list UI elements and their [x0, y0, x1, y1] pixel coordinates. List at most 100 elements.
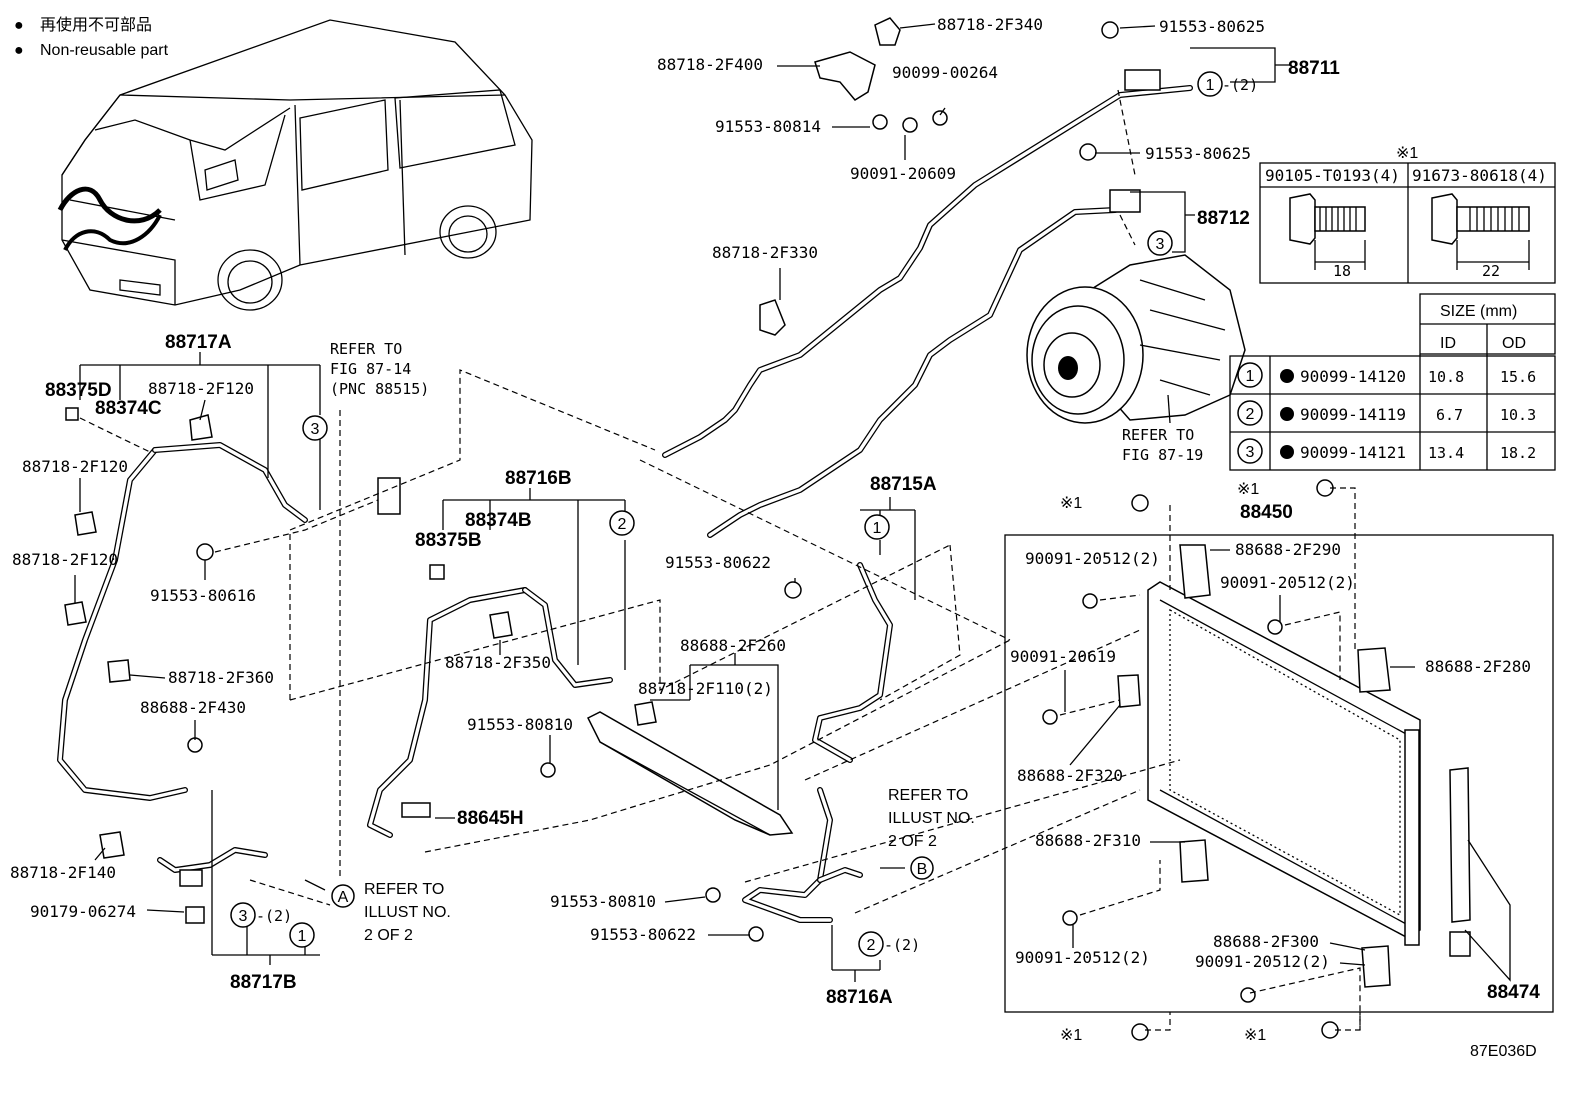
svg-text:88718-2F120: 88718-2F120	[148, 379, 254, 398]
svg-text:88718-2F400: 88718-2F400	[657, 55, 763, 74]
clamp-88718-2F360	[107, 659, 131, 683]
expansion-valve	[377, 477, 401, 515]
oring-mark-1-88717B	[289, 922, 315, 948]
svg-text:※1: ※1	[1237, 481, 1259, 498]
cap-88474	[1449, 931, 1471, 957]
svg-text:10.3: 10.3	[1500, 406, 1536, 424]
svg-text:FIG 87-14: FIG 87-14	[330, 360, 411, 378]
oring-mark-2-88716B	[609, 510, 635, 536]
van-illustration	[57, 19, 533, 311]
bolt-table: ※1 90105-T0193(4) 91673-80618(4) 18 22	[1259, 145, 1556, 284]
legend-jp-text: 再使用不可部品	[40, 16, 152, 34]
suction-hose-88711	[662, 85, 1193, 458]
oring-row-2: 2 90099-14119 6.7 10.3	[1237, 400, 1536, 426]
svg-text:90091-20512(2): 90091-20512(2)	[1025, 549, 1160, 568]
label-88712: 88712	[1197, 208, 1250, 229]
condenser-88450	[1004, 534, 1554, 1013]
ref-mark-A	[331, 884, 355, 908]
bracket-88688-2F280	[1357, 647, 1391, 693]
svg-text:90099-14121: 90099-14121	[1300, 443, 1406, 462]
oring-mark-2-88716A	[858, 931, 884, 957]
svg-text:88688-2F260: 88688-2F260	[680, 636, 786, 655]
note-marks: ※1 ※1 ※1 ※1	[1060, 481, 1266, 1044]
label-88645H: 88645H	[457, 808, 524, 829]
svg-text:-(2): -(2)	[884, 936, 920, 954]
svg-text:※1: ※1	[1396, 145, 1418, 162]
svg-text:88718-2F360: 88718-2F360	[168, 668, 274, 687]
svg-text:90099-00264: 90099-00264	[892, 63, 998, 82]
svg-text:91553-80616: 91553-80616	[150, 586, 256, 605]
svg-text:FIG 87-19: FIG 87-19	[1122, 446, 1203, 464]
oring-mark-3-88712	[1147, 230, 1173, 256]
bolt-90105-T0193-icon	[1289, 193, 1316, 245]
bracket-88688-2F260	[586, 711, 794, 836]
bracket-88688-2F320	[1117, 674, 1141, 708]
svg-text:18.2: 18.2	[1500, 444, 1536, 462]
svg-text:1: 1	[1246, 368, 1255, 385]
svg-text:90091-20619: 90091-20619	[1010, 647, 1116, 666]
reference-notes: REFER TO FIG 87-14 (PNC 88515) REFER TO …	[330, 340, 1203, 944]
oring-table: SIZE (mm) ID OD 1 90099-14120 10.8 15.6 …	[1229, 293, 1556, 471]
figure-code: 87E036D	[1470, 1043, 1537, 1060]
svg-text:90091-20512(2): 90091-20512(2)	[1015, 948, 1150, 967]
drain-90179-06274	[185, 906, 205, 924]
label-88450: 88450	[1240, 502, 1293, 523]
svg-text:88718-2F350: 88718-2F350	[445, 653, 551, 672]
svg-text:91673-80618(4): 91673-80618(4)	[1412, 166, 1547, 185]
clamp-88718-2F330	[759, 299, 786, 336]
svg-text:88688-2F290: 88688-2F290	[1235, 540, 1341, 559]
bracket-88688-2F290	[1179, 544, 1211, 599]
pipe-88716B	[367, 587, 613, 838]
oring-row-1: 1 90099-14120 10.8 15.6	[1237, 362, 1536, 388]
svg-text:88718-2F120: 88718-2F120	[12, 550, 118, 569]
svg-text:※1: ※1	[1060, 1027, 1082, 1044]
legend-bullet-1: ●	[14, 17, 24, 34]
label-88374C: 88374C	[95, 398, 162, 419]
small-parts	[64, 17, 901, 924]
svg-text:90179-06274: 90179-06274	[30, 902, 136, 921]
pipe-88715A	[812, 562, 893, 763]
bolt-91673-80618-icon	[1431, 193, 1458, 245]
svg-text:SIZE (mm): SIZE (mm)	[1440, 303, 1517, 320]
non-reusable-bullet-icon	[1280, 445, 1294, 459]
receiver-tank	[1404, 729, 1420, 946]
label-88717A: 88717A	[165, 332, 232, 353]
bolts	[187, 21, 1339, 1041]
svg-text:1: 1	[873, 520, 882, 537]
svg-text:88688-2F320: 88688-2F320	[1017, 766, 1123, 785]
cap-88375D	[65, 407, 79, 421]
clamp-88718-2F400	[814, 51, 876, 101]
svg-text:88718-2F330: 88718-2F330	[712, 243, 818, 262]
svg-text:-(2): -(2)	[1222, 76, 1258, 94]
svg-text:88718-2F340: 88718-2F340	[937, 15, 1043, 34]
svg-text:90099-14119: 90099-14119	[1300, 405, 1406, 424]
svg-text:2 OF 2: 2 OF 2	[364, 927, 413, 944]
legend-en-text: Non-reusable part	[40, 42, 169, 59]
leader-lines	[74, 23, 1511, 982]
svg-text:91553-80622: 91553-80622	[590, 925, 696, 944]
label-88375B: 88375B	[415, 530, 482, 551]
hose-88712-fitting	[1109, 189, 1141, 213]
pipe-88716A	[742, 787, 863, 923]
svg-text:88718-2F120: 88718-2F120	[22, 457, 128, 476]
svg-text:REFER TO: REFER TO	[1122, 426, 1194, 444]
svg-text:(PNC 88515): (PNC 88515)	[330, 380, 429, 398]
label-88474: 88474	[1487, 982, 1540, 1003]
svg-text:88718-2F110(2): 88718-2F110(2)	[638, 679, 773, 698]
clamp-88718-2F120-a	[189, 414, 213, 441]
svg-text:91553-80814: 91553-80814	[715, 117, 821, 136]
svg-text:2 OF 2: 2 OF 2	[888, 833, 937, 850]
svg-text:91553-80810: 91553-80810	[550, 892, 656, 911]
pressure-switch-88645H	[401, 802, 431, 818]
oring-mark-3-88717A	[302, 415, 328, 441]
svg-text:90091-20609: 90091-20609	[850, 164, 956, 183]
svg-text:ILLUST NO.: ILLUST NO.	[364, 904, 451, 921]
svg-text:13.4: 13.4	[1428, 444, 1464, 462]
oring-mark-1-88711	[1197, 71, 1223, 97]
svg-text:B: B	[917, 861, 928, 878]
dashed-leaders	[79, 89, 1361, 1031]
filter-88474	[1449, 767, 1471, 923]
non-reusable-bullet-icon	[1280, 407, 1294, 421]
bracket-88688-2F310	[1179, 839, 1209, 883]
label-88716A: 88716A	[826, 987, 893, 1008]
